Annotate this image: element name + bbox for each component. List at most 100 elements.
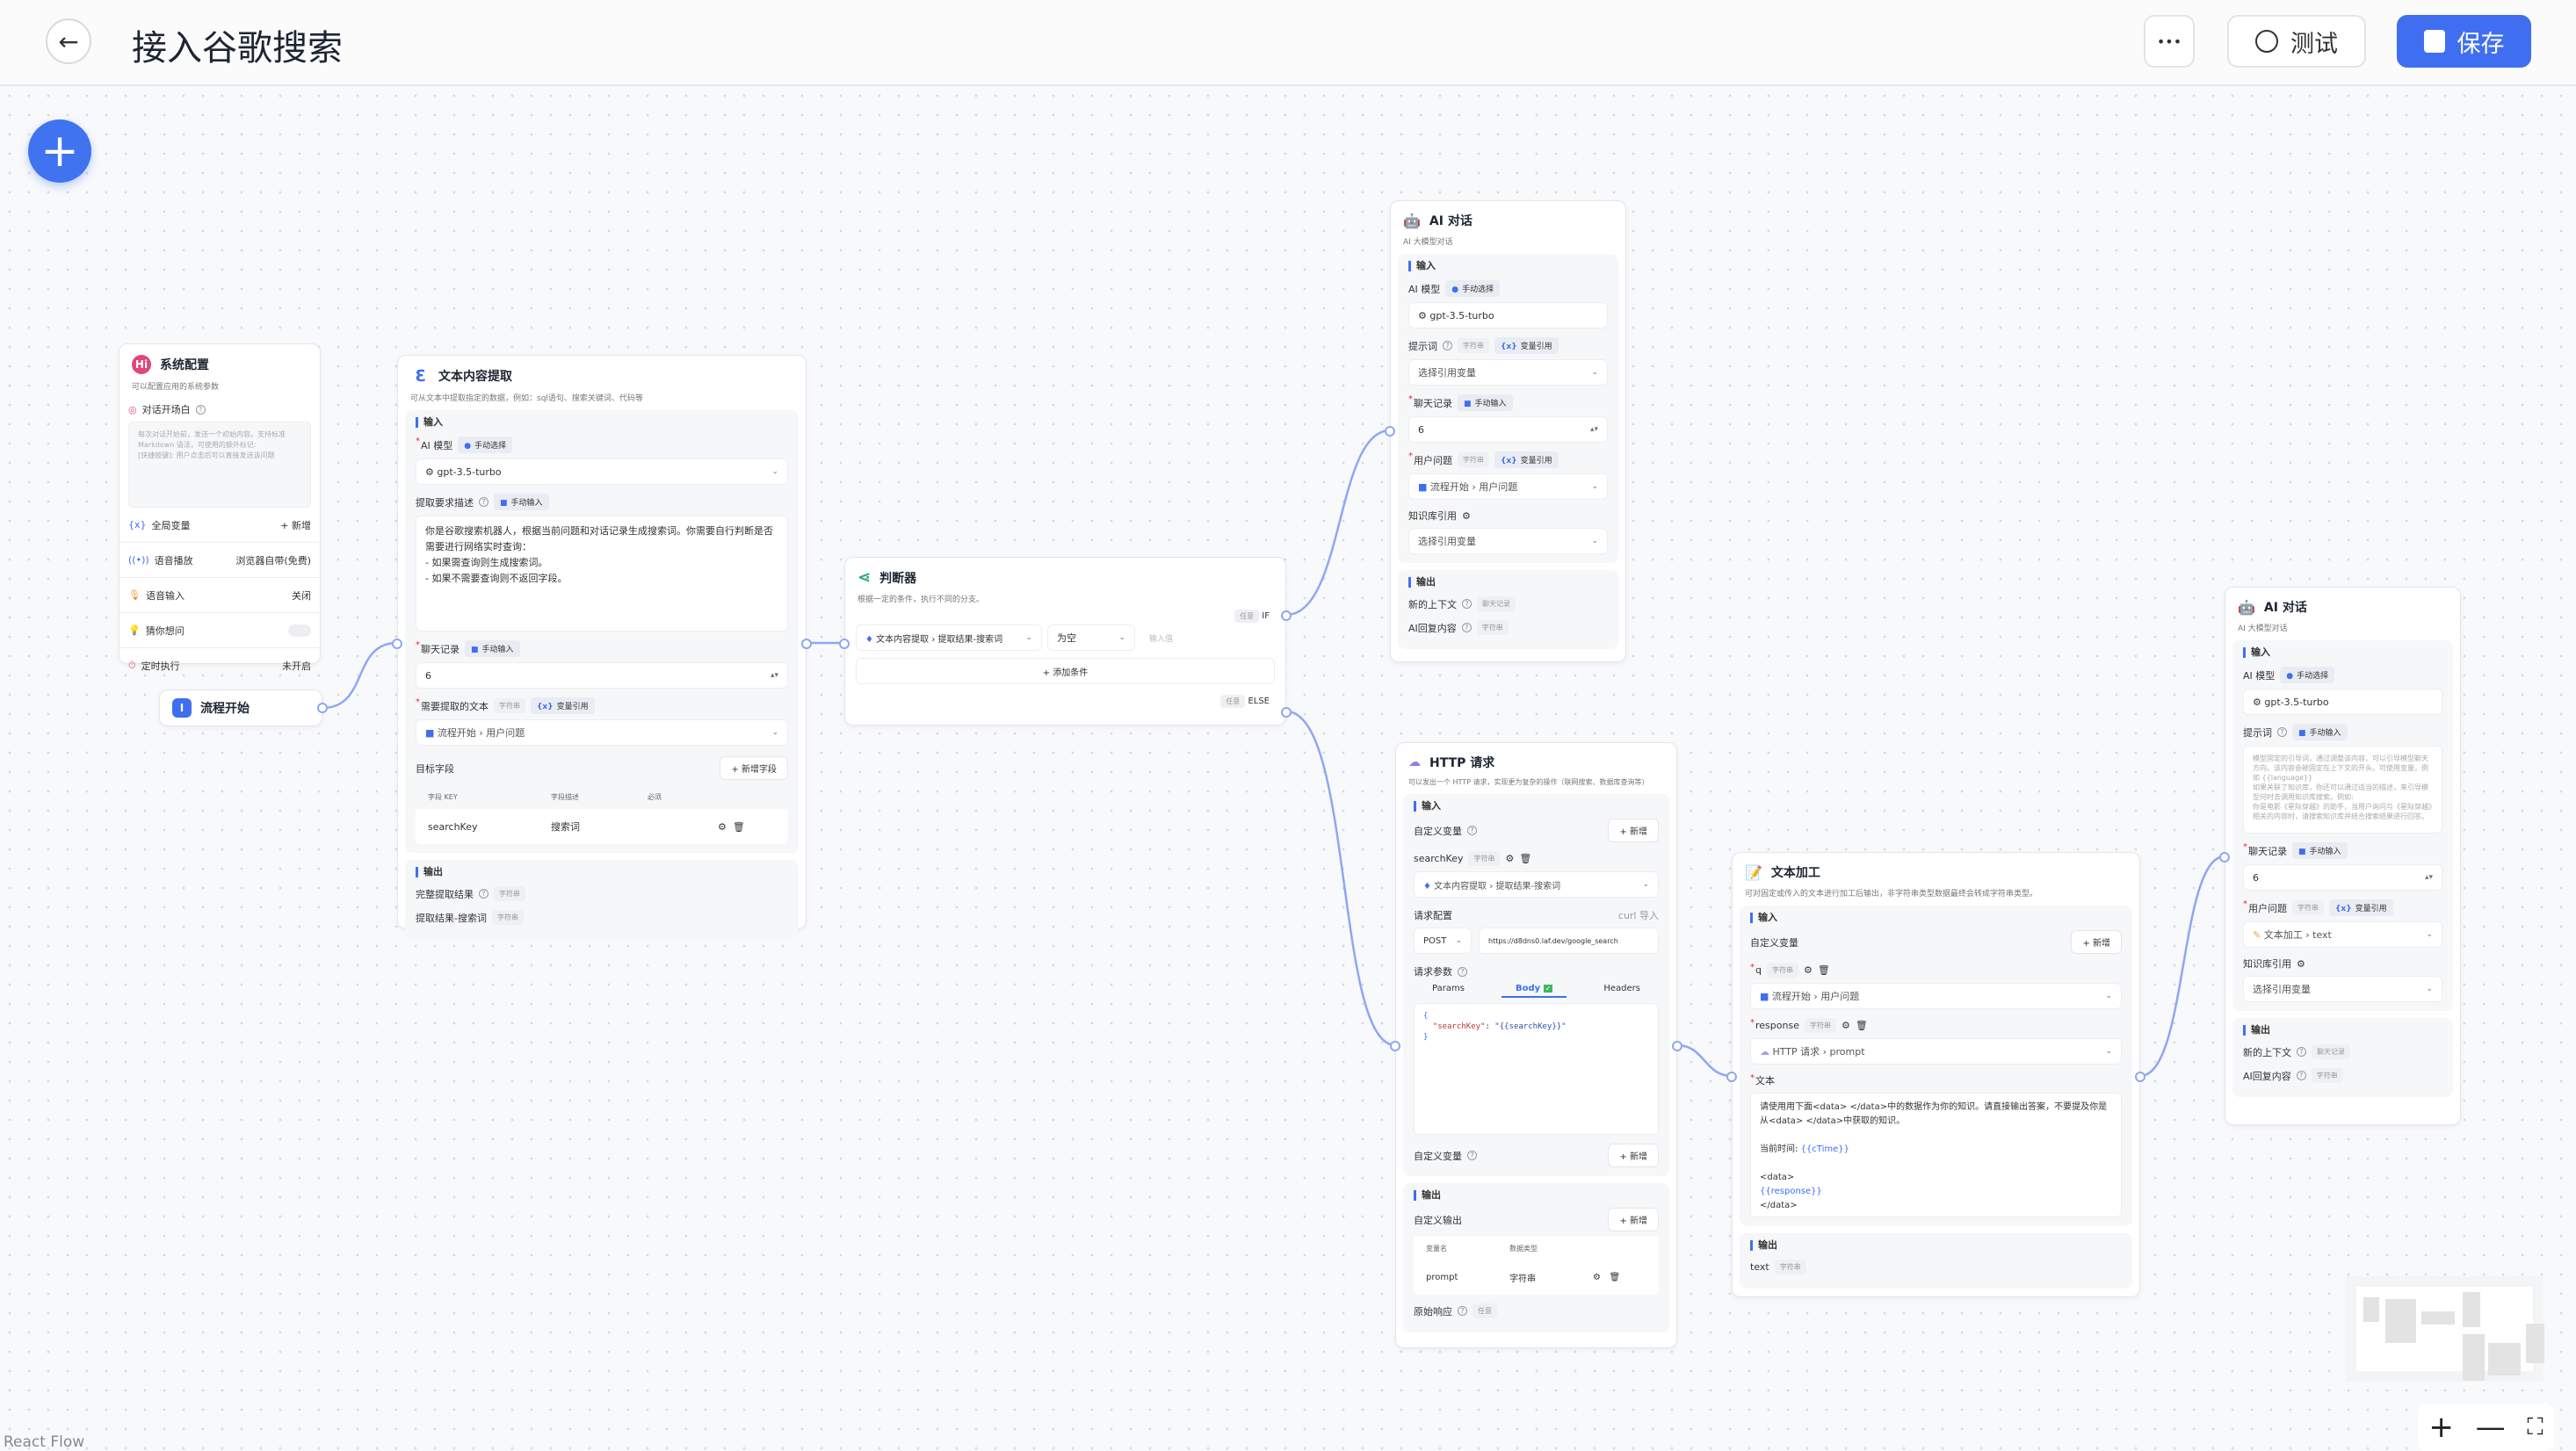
model-select[interactable]: ⚙ gpt-3.5-turbo⌄ [416,458,788,485]
save-button[interactable]: 保存 [2397,15,2531,68]
model-select[interactable]: ⚙ gpt-3.5-turbo [2243,689,2442,715]
prompt-textarea[interactable]: 模型固定的引导词，通过调整该内容，可以引导模型聊天方向。该内容会被固定在上下文的… [2243,746,2442,834]
add-field-button[interactable]: + 新增字段 [720,756,788,780]
var-q-select[interactable]: ■ 流程开始 › 用户问题⌄ [1750,983,2122,1009]
url-input[interactable]: https://d8dns0.laf.dev/google_search [1479,928,1659,954]
add-output-button[interactable]: + 新增 [1608,1208,1659,1231]
zoom-in-button[interactable]: + [2428,1410,2454,1445]
input-handle[interactable] [2219,852,2230,863]
output-handle[interactable] [317,703,328,713]
fit-view-button[interactable]: ⛶ [2527,1413,2543,1440]
stepper-icon[interactable]: ▴▾ [770,671,778,680]
gear-icon[interactable]: ⚙ [1841,1020,1850,1031]
node-text-process[interactable]: 📝文本加工 可对固定或传入的文本进行加工后输出，非字符串类型数据最终会转成字符串… [1726,852,2145,1297]
test-button[interactable]: 测试 [2227,15,2366,68]
voice-input-row[interactable]: 🎙语音输入关闭 [119,578,320,613]
gear-icon[interactable]: ⚙ [718,820,727,833]
question-select[interactable]: ■ 流程开始 › 用户问题⌄ [1408,473,1608,500]
condition-op-select[interactable]: 为空⌄ [1047,624,1135,651]
if-handle[interactable] [1281,610,1292,621]
welcome-textarea[interactable]: 每次对话开始前，发送一个初始内容。支持标准 Markdown 语法，可使用的额外… [128,422,311,508]
welcome-icon: ◎ [128,403,137,415]
trash-icon[interactable]: 🗑 [732,820,745,833]
input-handle[interactable] [1390,1041,1400,1051]
output-handle[interactable] [1672,1041,1682,1051]
input-handle[interactable] [839,639,850,649]
input-handle[interactable] [1385,426,1395,437]
gear-icon[interactable]: ⚙ [1803,964,1813,976]
tab-body[interactable]: Body ✓ [1501,984,1567,998]
text-editor[interactable]: 请使用用下面<data> </data>中的数据作为你的知识。请直接输出答案，不… [1750,1093,2122,1217]
react-flow-attribution[interactable]: React Flow [4,1433,85,1451]
var-response-select[interactable]: ☁ HTTP 请求 › prompt⌄ [1750,1038,2122,1065]
schedule-row[interactable]: ⏱定时执行未开启 [119,648,320,683]
output-handle[interactable] [2135,1072,2145,1082]
text-ref-select[interactable]: ■ 流程开始 › 用户问题⌄ [416,719,788,746]
manual-select-tag[interactable]: ●手动选择 [2280,667,2335,683]
gear-icon[interactable]: ⚙ [1593,1273,1601,1282]
condition-var-select[interactable]: ♦ 文本内容提取 › 提取结果-搜索词⌄ [856,624,1042,651]
model-select[interactable]: ⚙ gpt-3.5-turbo [1408,302,1608,328]
node-http-request[interactable]: ☁HTTP 请求 可以发出一个 HTTP 请求，实现更为复杂的操作（联网搜索、数… [1390,742,1682,1348]
manual-input-tag[interactable]: ■手动输入 [465,640,520,657]
add-var-button[interactable]: + 新增 [1608,1144,1659,1167]
add-node-button[interactable]: + [28,119,91,183]
body-editor[interactable]: { "searchKey": "{{searchKey}}" } [1414,1003,1659,1135]
gear-icon[interactable]: ⚙ [1462,509,1471,522]
node-ai-chat-2[interactable]: 🤖AI 对话 AI 大模型对话 输入 AI 模型●手动选择 ⚙ gpt-3.5-… [2219,587,2461,1125]
minimap[interactable] [2346,1276,2544,1382]
tts-row[interactable]: ((•))语音播放浏览器自带(免费) [119,543,320,578]
kb-select[interactable]: 选择引用变量⌄ [1408,528,1608,554]
else-handle[interactable] [1281,707,1292,718]
node-judge[interactable]: ⋖判断器 根据一定的条件，执行不同的分支。 任意 IF ♦ 文本内容提取 › 提… [839,557,1292,726]
question-select[interactable]: ✎ 文本加工 › text⌄ [2243,921,2442,948]
curl-import-link[interactable]: curl 导入 [1617,910,1659,921]
tab-params[interactable]: Params [1432,984,1465,993]
input-handle[interactable] [1726,1072,1737,1082]
zoom-out-button[interactable]: — [2475,1410,2506,1445]
add-condition-button[interactable]: + 添加条件 [856,658,1275,684]
trash-icon[interactable]: 🗑 [1817,964,1830,976]
manual-select-tag[interactable]: ●手动选择 [1445,280,1501,297]
node-ai-chat-1[interactable]: 🤖AI 对话 AI 大模型对话 输入 AI 模型●手动选择 ⚙ gpt-3.5-… [1385,200,1626,662]
var-ref-tag[interactable]: {x}变量引用 [2329,899,2393,916]
add-global-var[interactable]: + 新增 [280,519,311,531]
row-label: 语音输入 [145,589,185,602]
var-ref-tag[interactable]: {x}变量引用 [1494,451,1559,468]
manual-input-tag[interactable]: ■手动输入 [494,494,549,510]
output-handle[interactable] [801,639,812,649]
manual-select-tag[interactable]: ●手动选择 [458,437,513,453]
method-select[interactable]: POST⌄ [1414,928,1472,954]
prompt-select[interactable]: 选择引用变量⌄ [1408,359,1608,386]
more-button[interactable]: ••• [2144,15,2195,68]
history-stepper[interactable]: 6▴▾ [2243,864,2442,891]
trash-icon[interactable]: 🗑 [1855,1020,1868,1031]
history-stepper[interactable]: 6▴▾ [1408,416,1608,443]
trash-icon[interactable]: 🗑 [1519,853,1532,864]
var-ref-tag[interactable]: {x}变量引用 [1494,337,1559,354]
var-ref-tag[interactable]: {x}变量引用 [531,697,595,714]
add-var-button[interactable]: + 新增 [2071,930,2122,954]
manual-input-tag[interactable]: ■手动输入 [2292,724,2348,740]
minimap-node [2526,1324,2544,1363]
history-stepper[interactable]: 6▴▾ [416,662,788,689]
back-button[interactable]: ← [46,18,91,64]
kb-select[interactable]: 选择引用变量⌄ [2243,976,2442,1002]
flow-canvas[interactable] [0,86,2576,1451]
trash-icon[interactable]: 🗑 [1609,1273,1621,1282]
gear-icon[interactable]: ⚙ [1505,853,1515,864]
condition-value-input[interactable]: 输入值 [1149,634,1174,644]
extract-prompt-textarea[interactable]: 你是谷歌搜索机器人，根据当前问题和对话记录生成搜索词。你需要自行判断是否需要进行… [416,516,788,632]
manual-input-tag[interactable]: ■手动输入 [1458,394,1513,411]
add-var-button[interactable]: + 新增 [1608,819,1659,842]
var-ref-select[interactable]: ♦ 文本内容提取 › 提取结果-搜索词⌄ [1414,871,1659,898]
guess-toggle[interactable] [288,624,311,637]
global-vars-row[interactable]: {x}全局变量+ 新增 [119,508,320,543]
input-handle[interactable] [392,639,402,649]
manual-input-tag[interactable]: ■手动输入 [2292,842,2348,859]
gear-icon[interactable]: ⚙ [2297,957,2305,970]
tab-headers[interactable]: Headers [1603,984,1640,993]
